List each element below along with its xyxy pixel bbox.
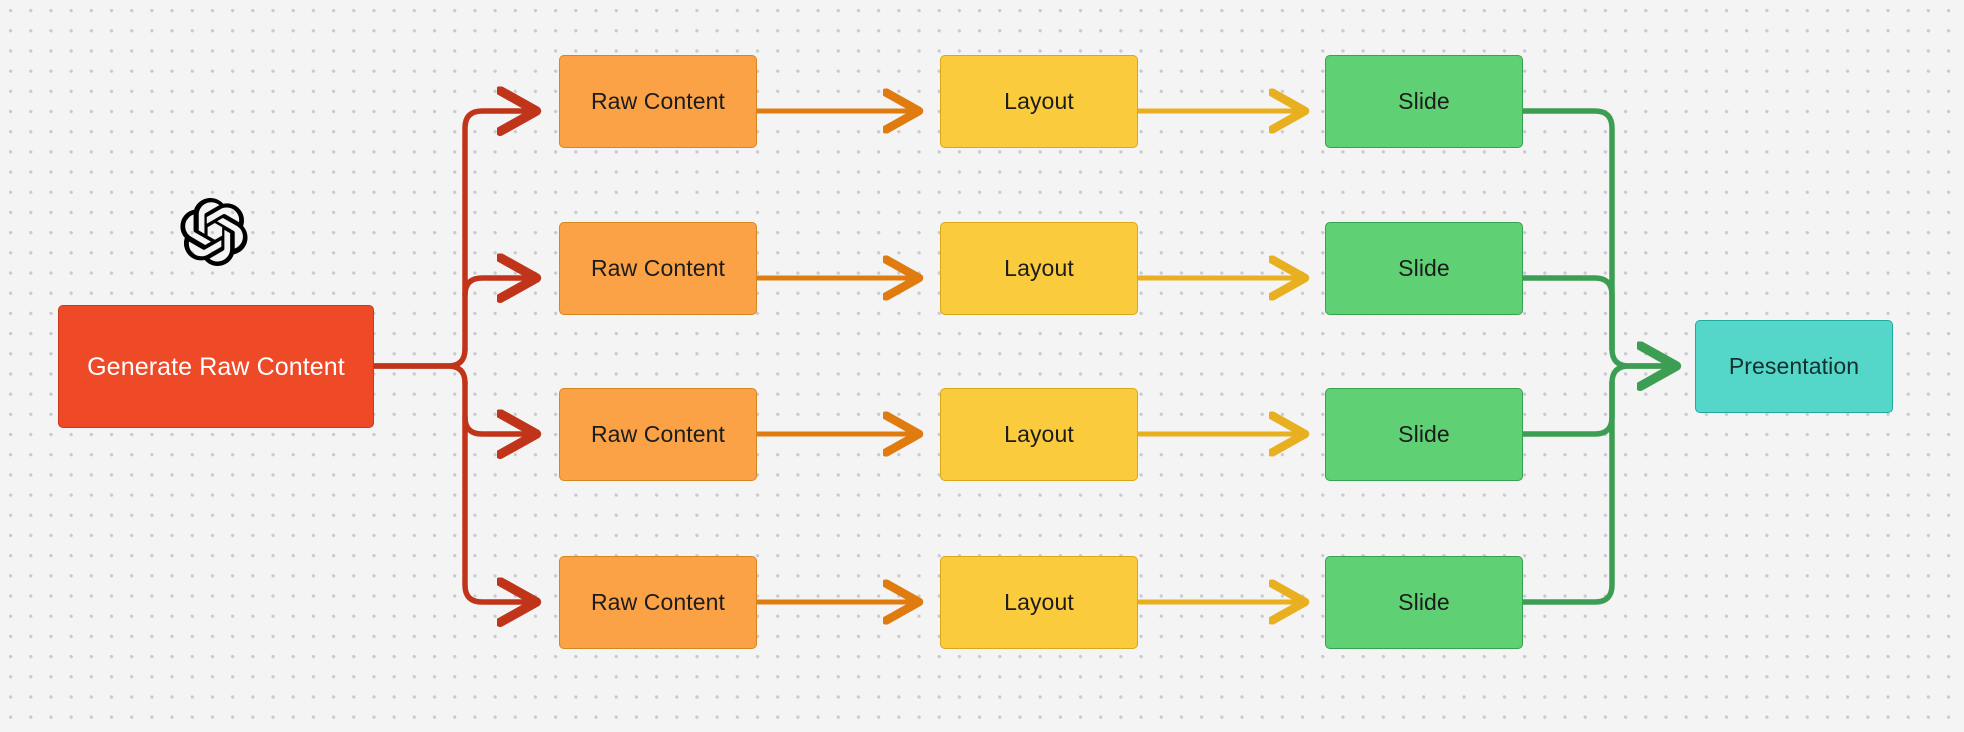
- edge-trunk-upper: [462, 111, 531, 352]
- node-slide-4[interactable]: Slide: [1325, 556, 1523, 649]
- node-raw-content-1[interactable]: Raw Content: [559, 55, 757, 148]
- edge-slide3-trunk: [1519, 380, 1615, 437]
- edge-group-layout-to-slide: [1136, 111, 1300, 602]
- node-label: Raw Content: [590, 420, 726, 447]
- node-label: Slide: [1398, 588, 1450, 615]
- node-label: Slide: [1398, 420, 1450, 447]
- node-label: Layout: [1004, 588, 1074, 615]
- node-layout-2[interactable]: Layout: [940, 222, 1138, 315]
- edge-group-fanout-red: [371, 111, 531, 602]
- node-layout-3[interactable]: Layout: [940, 388, 1138, 481]
- edge-slide1-trunk: [1519, 108, 1615, 352]
- openai-logo-icon: [180, 198, 248, 266]
- edge-slide4-trunk: [1519, 380, 1615, 605]
- edge-trunk-to-presentation-lower: [1609, 363, 1674, 386]
- node-raw-content-4[interactable]: Raw Content: [559, 556, 757, 649]
- edge-start-to-trunk: [371, 346, 468, 369]
- node-presentation[interactable]: Presentation: [1695, 320, 1893, 413]
- node-slide-2[interactable]: Slide: [1325, 222, 1523, 315]
- node-layout-1[interactable]: Layout: [940, 55, 1138, 148]
- edge-group-raw-to-layout: [754, 111, 914, 602]
- node-raw-content-2[interactable]: Raw Content: [559, 222, 757, 315]
- node-label: Raw Content: [590, 87, 726, 114]
- node-generate-raw-content[interactable]: Generate Raw Content: [58, 305, 374, 428]
- node-slide-1[interactable]: Slide: [1325, 55, 1523, 148]
- node-slide-3[interactable]: Slide: [1325, 388, 1523, 481]
- node-label: Layout: [1004, 420, 1074, 447]
- node-label: Generate Raw Content: [87, 352, 345, 381]
- node-layout-4[interactable]: Layout: [940, 556, 1138, 649]
- edge-branch-row3: [462, 417, 531, 434]
- node-label: Raw Content: [590, 588, 726, 615]
- edge-trunk-to-presentation: [1609, 349, 1671, 366]
- node-label: Slide: [1398, 87, 1450, 114]
- node-label: Layout: [1004, 87, 1074, 114]
- node-label: Slide: [1398, 254, 1450, 281]
- edge-trunk-lower: [462, 380, 531, 602]
- node-label: Raw Content: [590, 254, 726, 281]
- edge-group-fanin-green: [1519, 108, 1674, 605]
- edge-slide2-trunk: [1519, 275, 1615, 352]
- node-raw-content-3[interactable]: Raw Content: [559, 388, 757, 481]
- edge-branch-row2: [462, 278, 531, 295]
- edge-start-to-trunk-lower: [371, 363, 468, 386]
- node-label: Layout: [1004, 254, 1074, 281]
- node-label: Presentation: [1728, 352, 1860, 379]
